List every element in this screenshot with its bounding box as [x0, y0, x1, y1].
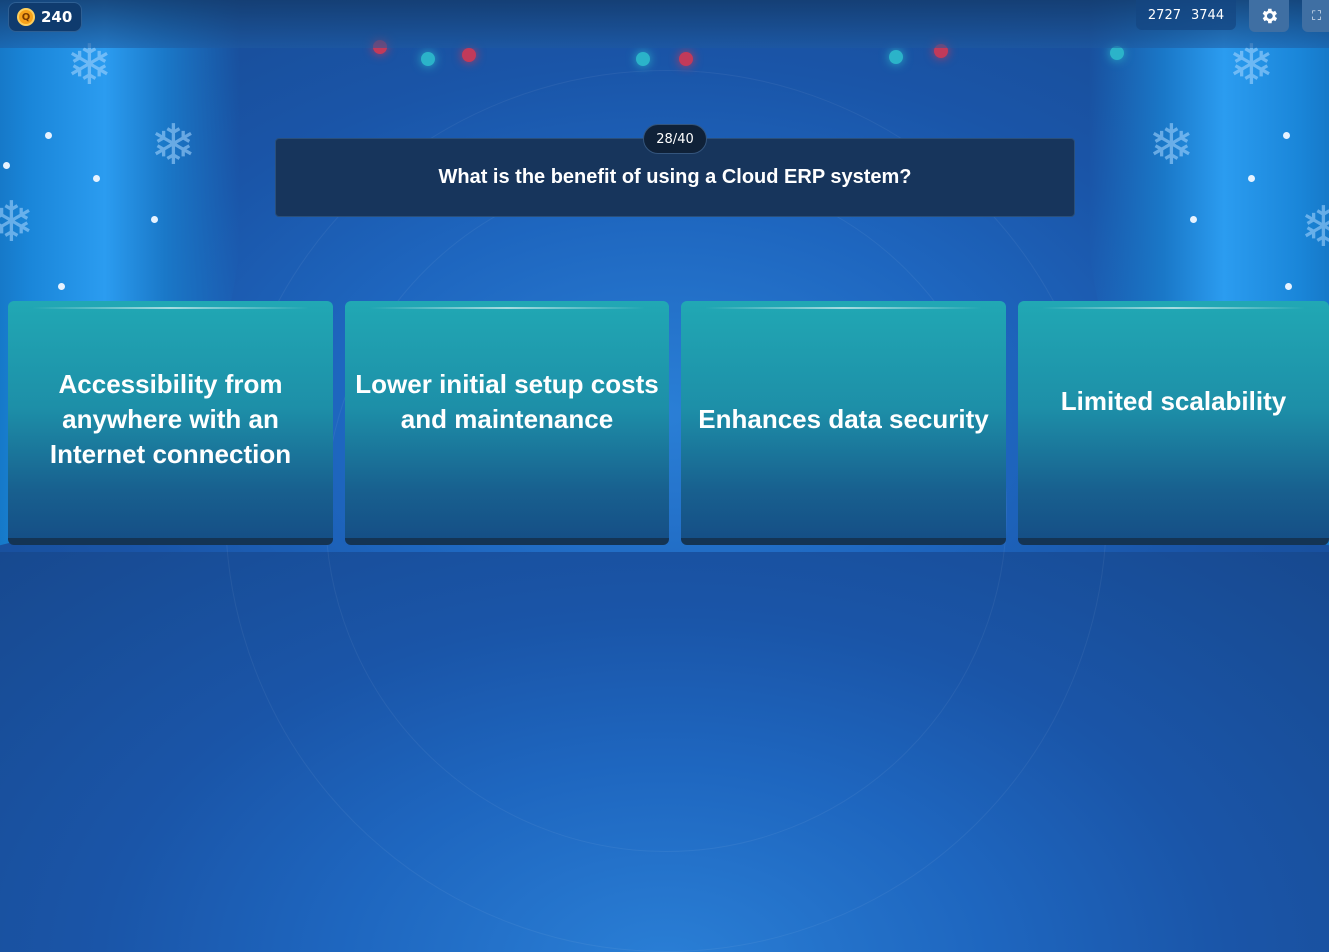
string-light — [636, 52, 650, 66]
answer-option-1[interactable]: Accessibility from anywhere with an Inte… — [8, 301, 333, 545]
snowflake-icon: ❄ — [1148, 113, 1195, 178]
string-light — [462, 48, 476, 62]
string-light — [889, 50, 903, 64]
snow-dot — [1283, 132, 1290, 139]
gear-icon — [1262, 8, 1278, 24]
score-left: 2727 — [1147, 7, 1181, 23]
answer-option-4[interactable]: Limited scalability — [1018, 301, 1329, 545]
snow-dot — [58, 283, 65, 290]
settings-button[interactable] — [1249, 0, 1289, 32]
fullscreen-icon: ⛶ — [1312, 8, 1322, 24]
string-light — [421, 52, 435, 66]
string-light — [679, 52, 693, 66]
snowflake-icon: ❄ — [0, 190, 35, 255]
snow-dot — [3, 162, 10, 169]
snowflake-icon: ❄ — [150, 113, 197, 178]
snow-dot — [1190, 216, 1197, 223]
question-counter: 28/40 — [643, 124, 707, 154]
answer-option-3[interactable]: Enhances data security — [681, 301, 1006, 545]
answer-option-2[interactable]: Lower initial setup costs and maintenanc… — [345, 301, 669, 545]
answer-label: Lower initial setup costs and maintenanc… — [355, 368, 659, 434]
question-text: What is the benefit of using a Cloud ERP… — [438, 166, 912, 188]
coin-icon: Q — [17, 8, 35, 26]
top-bar — [0, 0, 1329, 48]
snow-dot — [151, 216, 158, 223]
coin-counter: Q 240 — [8, 2, 82, 32]
fullscreen-button[interactable]: ⛶ — [1302, 0, 1329, 32]
snow-dot — [1248, 175, 1255, 182]
score-right: 3744 — [1191, 7, 1225, 23]
coin-value: 240 — [41, 8, 73, 26]
question-box: What is the benefit of using a Cloud ERP… — [275, 138, 1075, 217]
string-light — [1110, 46, 1124, 60]
snow-dot — [45, 132, 52, 139]
score-display: 2727 3744 — [1136, 0, 1236, 30]
answer-label: Limited scalability — [1060, 386, 1287, 416]
answer-label: Accessibility from anywhere with an Inte… — [49, 369, 292, 469]
snow-dot — [1285, 283, 1292, 290]
snowflake-icon: ❄ — [1300, 195, 1329, 260]
snow-dot — [93, 175, 100, 182]
answer-label: Enhances data security — [698, 404, 989, 434]
